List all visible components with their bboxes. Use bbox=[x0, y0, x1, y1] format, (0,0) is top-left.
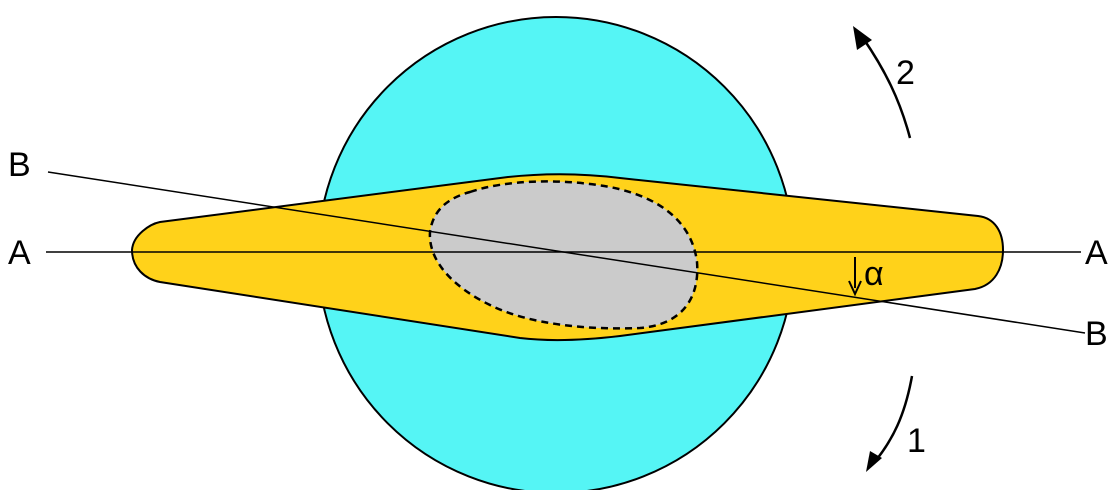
label-arrow-2: 2 bbox=[896, 54, 915, 92]
label-arrow-1: 1 bbox=[907, 422, 926, 460]
label-a-right: A bbox=[1085, 234, 1108, 272]
label-b-left: B bbox=[8, 146, 31, 184]
rotation-arrow-1 bbox=[866, 376, 912, 472]
label-alpha: α bbox=[864, 255, 884, 293]
label-a-left: A bbox=[8, 234, 31, 272]
label-b-right: B bbox=[1085, 315, 1108, 353]
